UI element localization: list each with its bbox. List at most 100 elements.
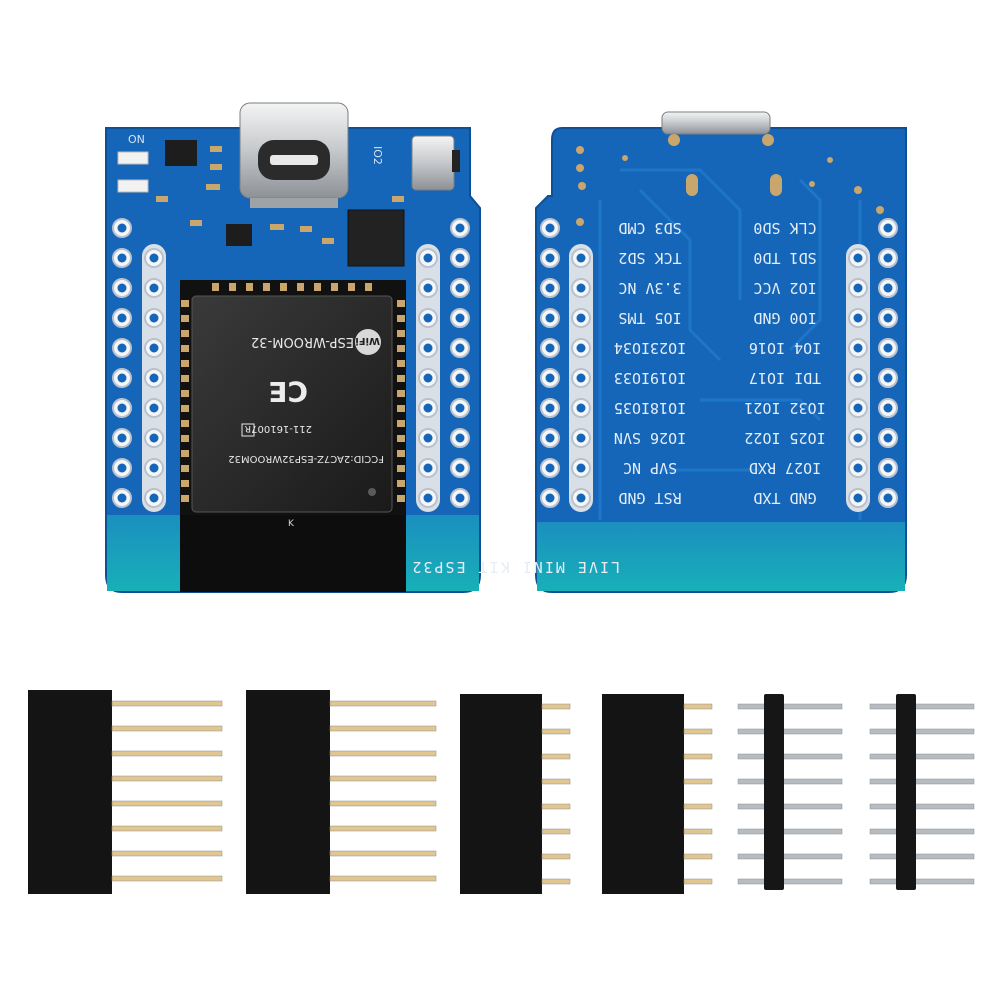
pin-label: SD1 TD0 xyxy=(753,249,816,267)
pad-hole xyxy=(455,373,465,383)
pad-hole xyxy=(455,343,465,353)
pad-hole xyxy=(423,253,433,263)
pad-hole xyxy=(117,493,127,503)
pad-hole xyxy=(883,253,893,263)
header-pin xyxy=(869,878,975,885)
pad-hole xyxy=(883,433,893,443)
pad-hole xyxy=(545,313,555,323)
pin-label: 3.3V NC xyxy=(618,279,681,297)
pin-label: TCK SD2 xyxy=(618,249,681,267)
usb-serial-chip xyxy=(347,209,405,267)
header-pin xyxy=(869,853,975,860)
passive-components xyxy=(156,146,404,244)
castellated-pad xyxy=(397,480,405,487)
pin-label: IO19IO33 xyxy=(614,369,686,387)
module-shield xyxy=(191,295,393,513)
pin-label: IO5 TMS xyxy=(618,309,681,327)
pin-labels-left: SD3 CMD TCK SD2 3.3V NC IO5 TMS IO23IO34IO19… xyxy=(614,219,686,507)
castellated-pad xyxy=(181,360,189,367)
female-header-body xyxy=(460,694,542,894)
castellated-pad xyxy=(397,405,405,412)
pad-hole xyxy=(853,433,863,443)
pad-hole xyxy=(853,253,863,263)
header-pin xyxy=(329,850,437,857)
pin-label: SVP NC xyxy=(623,459,677,477)
header-pin xyxy=(329,750,437,757)
castellated-pad xyxy=(181,390,189,397)
female-header-short-1 xyxy=(460,694,571,894)
back-footer-label: LIVE MINI KIT ESP32 xyxy=(410,558,620,576)
pad-hole xyxy=(853,343,863,353)
pad-hole xyxy=(853,493,863,503)
pin-label: IO4 IO16 xyxy=(749,339,821,357)
pad-hole xyxy=(883,373,893,383)
usb-c-connector-back xyxy=(661,111,782,196)
header-pin xyxy=(683,778,713,785)
pad-hole xyxy=(117,433,127,443)
header-pin xyxy=(541,803,571,810)
header-pin xyxy=(541,728,571,735)
header-pin xyxy=(683,803,713,810)
pin-label: TDI IO17 xyxy=(749,369,821,387)
castellated-pad xyxy=(181,480,189,487)
pad-hole xyxy=(883,283,893,293)
pad-hole xyxy=(883,463,893,473)
castellated-pad xyxy=(397,465,405,472)
pin-label: SD3 CMD xyxy=(618,219,681,237)
header-pin xyxy=(111,700,223,707)
header-pin xyxy=(329,875,437,882)
pad-hole xyxy=(423,493,433,503)
castellated-pad xyxy=(397,375,405,382)
castellated-pad xyxy=(397,435,405,442)
pad-hole xyxy=(423,403,433,413)
header-pin xyxy=(541,753,571,760)
pad-hole xyxy=(117,253,127,263)
pad-hole xyxy=(149,253,159,263)
header-pin xyxy=(683,853,713,860)
castellated-pad xyxy=(280,283,287,291)
castellated-pad xyxy=(263,283,270,291)
io2-led xyxy=(117,179,149,193)
pin-label: IO2 VCC xyxy=(753,279,816,297)
pad-hole xyxy=(576,433,586,443)
header-pin xyxy=(683,753,713,760)
front-right-pads-outer xyxy=(450,218,470,508)
pad-hole xyxy=(883,343,893,353)
castellated-pad xyxy=(397,450,405,457)
pad-hole xyxy=(423,343,433,353)
header-pin xyxy=(111,850,223,857)
header-pin xyxy=(869,703,975,710)
pin-label: IO32 IO21 xyxy=(744,399,825,417)
pad-hole xyxy=(423,463,433,473)
pad-hole xyxy=(149,403,159,413)
pad-hole xyxy=(853,283,863,293)
female-header-long-1 xyxy=(28,690,223,894)
pad-hole xyxy=(455,493,465,503)
castellated-pad xyxy=(181,405,189,412)
pad-hole xyxy=(545,223,555,233)
castellated-pad xyxy=(181,465,189,472)
pin-label: IO23IO34 xyxy=(614,339,686,357)
pad-hole xyxy=(883,493,893,503)
header-pin xyxy=(329,775,437,782)
pad-hole xyxy=(576,253,586,263)
pad-hole xyxy=(455,313,465,323)
female-header-long-2 xyxy=(246,690,437,894)
castellated-pad xyxy=(181,495,189,502)
castellated-pad xyxy=(181,345,189,352)
on-label: ON xyxy=(128,133,145,146)
pad-hole xyxy=(576,373,586,383)
header-pin xyxy=(111,875,223,882)
castellated-pad xyxy=(181,450,189,457)
header-pin xyxy=(737,878,843,885)
header-pin xyxy=(869,828,975,835)
pad-hole xyxy=(149,493,159,503)
castellated-pad xyxy=(181,420,189,427)
pad-hole xyxy=(423,283,433,293)
female-header-body xyxy=(602,694,684,894)
front-board: ON IO2 FCCID:2AC7Z-ESP xyxy=(105,102,481,593)
pad-hole xyxy=(117,403,127,413)
header-pin xyxy=(541,828,571,835)
pad-hole xyxy=(853,463,863,473)
pad-hole xyxy=(853,403,863,413)
